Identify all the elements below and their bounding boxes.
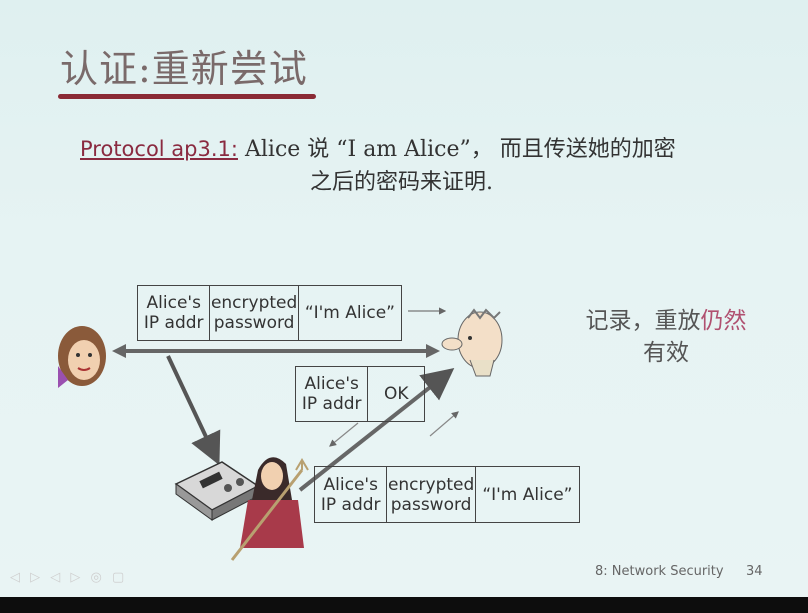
note-accent: 仍然 — [700, 308, 747, 334]
packet-top: Alice's IP addr encrypted password “I'm … — [137, 285, 402, 341]
packet-replay-password: encrypted password — [387, 467, 476, 522]
packet-replay-claim: “I'm Alice” — [482, 484, 573, 505]
thin-arrow-down — [329, 422, 359, 447]
bob-avatar-icon — [441, 308, 503, 377]
slide-nav-icons[interactable]: ◁ ▷ ◁ ▷ ◎ ▢ — [10, 570, 128, 585]
packet-reply-ip: Alice's IP addr — [296, 367, 369, 421]
protocol-text-1: Alice 说 “I am Alice”， 而且传送她的加密 — [237, 137, 676, 162]
slide: 认证:重新尝试 Protocol ap3.1: Alice 说 “I am Al… — [0, 0, 808, 597]
packet-top-claim: “I'm Alice” — [304, 303, 395, 323]
protocol-line-2: 之后的密码来证明. — [310, 170, 493, 195]
note-line-1: 记录，重放仍然 — [566, 305, 766, 337]
trudy-avatar-icon — [230, 457, 309, 561]
slide-title: 认证:重新尝试 — [60, 47, 308, 91]
bottom-bar — [0, 597, 808, 613]
packet-reply-ok: OK — [383, 384, 409, 404]
packet-replay-ip: Alice's IP addr — [315, 467, 388, 522]
replay-note: 记录，重放仍然 有效 — [566, 305, 766, 369]
packet-replay: Alice's IP addr encrypted password “I'm … — [314, 466, 580, 523]
footer-section: 8: Network Security — [595, 564, 724, 579]
protocol-line-1: Protocol ap3.1: Alice 说 “I am Alice”， 而且… — [80, 131, 676, 163]
tape-recorder-icon — [174, 461, 260, 521]
note-text-1: 记录，重放 — [585, 308, 701, 334]
packet-top-password: encrypted password — [210, 286, 299, 340]
diagram — [58, 307, 503, 561]
packet-reply: Alice's IP addr OK — [295, 366, 425, 422]
packet-top-ip: Alice's IP addr — [138, 286, 211, 340]
record-arrow — [166, 355, 221, 466]
protocol-label: Protocol ap3.1: — [80, 137, 238, 161]
page-number: 34 — [746, 564, 763, 579]
alice-avatar-icon — [58, 326, 106, 388]
thin-arrow-up — [429, 411, 459, 437]
note-line-2: 有效 — [643, 340, 689, 366]
replay-arrow — [298, 368, 455, 492]
title-underline — [58, 94, 316, 99]
